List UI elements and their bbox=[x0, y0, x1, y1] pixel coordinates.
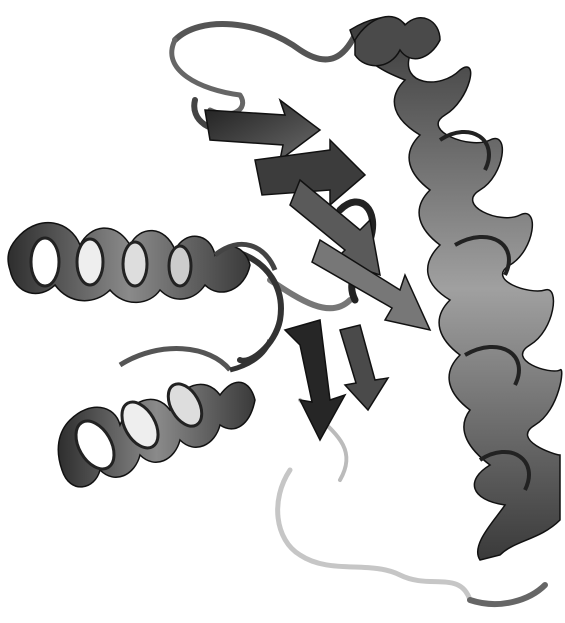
helix-upper-left bbox=[8, 223, 275, 303]
